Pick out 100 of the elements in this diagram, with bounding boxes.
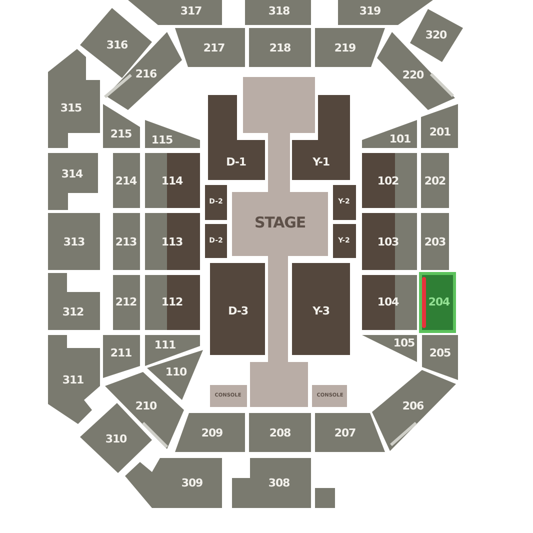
section-label: Y-1 [312,156,330,168]
seating-section [48,153,98,210]
section-number: 201 [429,126,451,138]
seating-section [249,28,311,67]
section-number: 313 [63,236,85,248]
seating-section [422,335,458,380]
seating-section [145,213,200,270]
floor-section [292,263,350,355]
section-number: 104 [377,296,399,308]
section-number: 202 [424,176,446,186]
section-number: 110 [165,366,187,378]
section-number: 209 [201,428,223,438]
section-number: 205 [429,348,451,358]
stage-label: STAGE [254,216,306,230]
floor-section [210,263,265,355]
console-booth [312,385,347,407]
selected-section [419,272,456,333]
seating-section [48,335,100,424]
section-number: 206 [402,400,424,412]
seating-section [245,0,311,25]
floor-section [205,224,227,258]
floor-section [292,95,350,180]
seating-section [145,120,200,148]
seating-section [147,350,203,400]
section-number: 204 [428,296,450,308]
section-number: 203 [424,236,446,248]
seating-section [362,335,417,362]
section-number: 218 [269,42,291,54]
section-number: 311 [62,374,84,386]
section-number: 316 [106,40,128,50]
seating-section [145,153,200,208]
seating-section [372,370,456,451]
seating-section [113,153,140,208]
seating-section [175,413,245,452]
section-number: 320 [425,30,447,40]
seating-section [113,213,140,270]
section-number: 220 [402,70,424,80]
section-number: 111 [154,340,176,350]
seating-section [362,120,417,148]
seating-section [128,0,222,25]
seating-section [249,413,311,452]
section-number: 219 [334,42,356,54]
section-number: 312 [62,306,84,318]
section-number: 308 [268,478,290,488]
seating-section [103,104,140,148]
section-number: 102 [377,176,399,186]
seating-section [421,104,458,148]
seating-section [315,488,335,508]
section-number: 215 [110,128,132,140]
seating-section [362,213,417,270]
floor-section [333,185,356,220]
console-booth [210,385,247,407]
section-number: 319 [359,6,381,16]
section-label: Y-3 [312,306,330,316]
seating-section [103,335,140,378]
seating-section [421,153,449,208]
floor-section [333,224,356,258]
seating-section [421,213,449,270]
seating-section [106,32,182,110]
floor-section [208,95,265,180]
seating-section [362,153,417,208]
section-number: 310 [105,434,127,444]
section-number: 207 [334,428,356,438]
seating-section [125,458,222,508]
seating-section [145,275,200,330]
section-label: D-1 [226,156,246,168]
seating-section [362,275,417,330]
seating-section [232,458,311,508]
section-number: 114 [161,176,183,186]
section-number: 211 [110,348,132,358]
section-number: 210 [135,400,157,412]
seating-section [315,28,385,67]
seating-section [48,49,100,148]
seating-section [338,0,433,25]
section-number: 208 [269,428,291,438]
seating-section [48,273,100,330]
seating-section [48,213,100,270]
seating-section [410,9,463,62]
section-number: 314 [61,168,83,180]
seating-section [315,413,385,452]
seating-section [145,335,200,366]
section-number: 113 [161,236,183,248]
section-number: 216 [135,68,157,80]
section-number: 213 [115,236,137,248]
section-number: 112 [161,296,183,308]
section-number: 309 [181,478,203,488]
section-number: 217 [203,42,225,54]
floor-section [205,185,227,220]
section-number: 115 [151,134,173,146]
section-number: 101 [389,134,411,144]
section-number: 214 [115,176,137,186]
section-number: 318 [268,6,290,16]
section-label: D-3 [228,306,248,316]
section-number: 315 [60,102,82,114]
section-number: 212 [115,296,137,308]
seating-section [113,275,140,330]
section-number: 105 [393,338,415,348]
section-number: 103 [377,236,399,248]
section-number: 317 [180,6,202,16]
seating-section [175,28,245,67]
